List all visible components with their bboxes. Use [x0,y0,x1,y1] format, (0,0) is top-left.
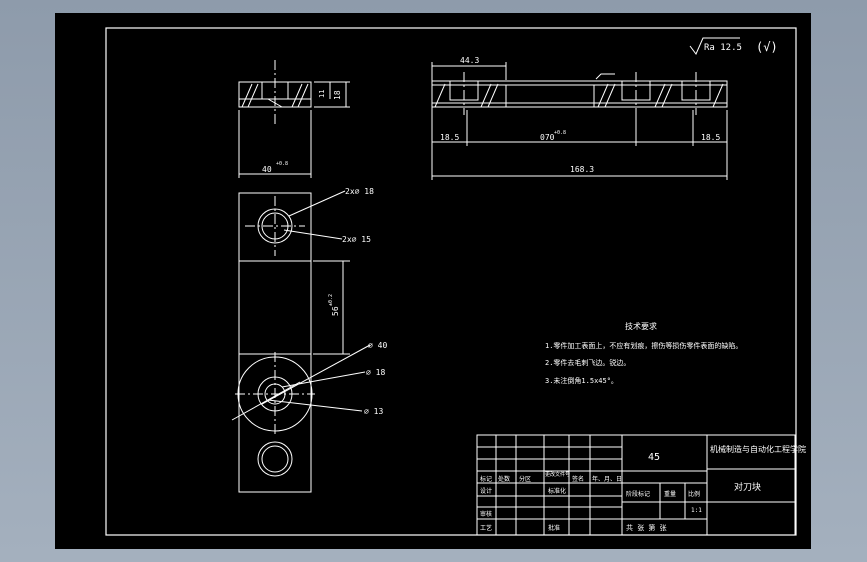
circle-label-18: ∅ 18 [366,368,385,377]
tb-label-approve: 批准 [548,524,560,532]
tb-label-change: 更改文件号 [545,471,570,478]
tb-label-stage: 阶段标记 [626,490,650,498]
tb-scale-value: 1:1 [691,507,702,514]
roughness-symbol [689,37,740,55]
title-block [476,434,796,536]
part-name: 对刀块 [734,481,761,493]
tb-label-mark: 标记 [480,475,492,483]
side-dim-right: 18.5 [701,133,720,142]
tb-label-count: 处数 [498,475,510,483]
side-view [431,62,728,180]
tb-label-review: 审核 [480,510,492,518]
tb-label-scale: 比例 [688,490,700,498]
tb-label-date: 年、月、日 [592,475,622,483]
material-label: 45 [648,452,660,463]
tech-note-1: 1.零件加工表面上，不应有划痕，擦伤等损伤零件表面的缺陷。 [545,341,742,350]
drawing-sheet [55,13,811,549]
circle-label-40: ∅ 40 [368,341,387,350]
tech-notes-title: 技术要求 [625,321,657,331]
hole-label-15-top: 2x∅ 15 [342,235,371,244]
tech-note-2: 2.零件去毛刺飞边。锐边。 [545,358,630,367]
top-height-dim: 18 [333,90,342,100]
top-width-tol: +0.8 [276,161,288,167]
side-dim-44: 44.3 [460,56,479,65]
hole-label-18-top: 2x∅ 18 [345,187,374,196]
tb-label-std: 标准化 [548,487,566,495]
tb-label-zone: 分区 [519,475,531,483]
center-dist-dim: 56 [331,306,340,316]
drawing-border [105,27,797,536]
tb-label-design: 设计 [480,487,492,495]
center-dist-tol: ±0.2 [328,294,334,306]
top-view [238,60,350,178]
roughness-other: (√) [756,40,778,54]
top-width-dim: 40 [262,165,272,174]
circle-label-13: ∅ 13 [364,407,383,416]
tb-label-sign: 签名 [572,475,584,483]
side-dim-left: 18.5 [440,133,459,142]
org-name: 机械制造与自动化工程学院 [710,444,806,454]
roughness-value: Ra 12.5 [704,43,742,53]
tb-label-weight: 重量 [664,490,676,498]
plan-view [231,190,371,493]
side-dim-center-tol: +0.8 [554,130,566,136]
top-step-dim: 11 [318,90,326,98]
side-dim-total: 168.3 [570,165,594,174]
side-dim-center: 070 [540,133,555,142]
tb-label-process: 工艺 [480,524,492,532]
tech-note-3: 3.未注倒角1.5x45°。 [545,376,618,385]
tb-label-sheet: 共 张 第 张 [626,523,667,532]
